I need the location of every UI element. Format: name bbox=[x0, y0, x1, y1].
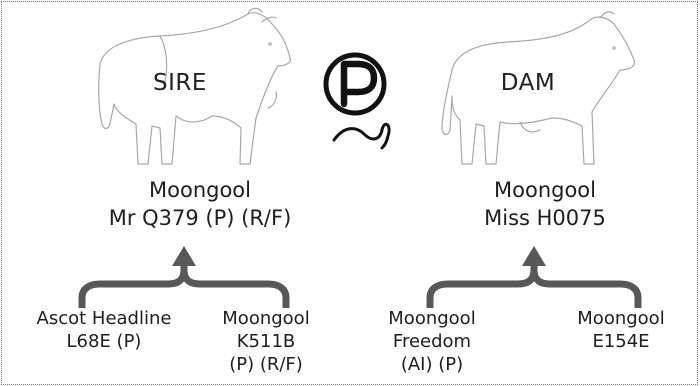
ancestor-line: Moongool bbox=[222, 308, 310, 329]
ancestor-line: E154E bbox=[592, 331, 650, 352]
ancestor-line: L68E (P) bbox=[66, 331, 142, 352]
sire-label: SIRE bbox=[153, 70, 207, 96]
dam-name-line2: Miss H0075 bbox=[484, 206, 606, 230]
ancestor-line: Moongool bbox=[577, 308, 665, 329]
sire-sire-name: Ascot Headline L68E (P) bbox=[24, 307, 184, 353]
cow-outline-icon bbox=[441, 11, 635, 165]
dam-arrowhead bbox=[522, 246, 546, 266]
ancestor-line: Moongool bbox=[388, 308, 476, 329]
dam-name: Moongool Miss H0075 bbox=[425, 176, 665, 232]
ancestor-line: Ascot Headline bbox=[36, 308, 172, 329]
ancestor-line: (P) (R/F) bbox=[229, 354, 303, 375]
sire-name: Moongool Mr Q379 (P) (R/F) bbox=[80, 176, 320, 232]
bull-outline-icon bbox=[98, 7, 291, 165]
polled-p-symbol-icon bbox=[323, 52, 391, 150]
dam-label: DAM bbox=[500, 70, 556, 96]
ancestor-line: (AI) (P) bbox=[400, 354, 464, 375]
dam-sire-name: Moongool Freedom (AI) (P) bbox=[377, 307, 487, 376]
dam-name-line1: Moongool bbox=[494, 178, 596, 202]
curly-bracket-arrow-icon bbox=[78, 265, 290, 308]
ancestor-line: Freedom bbox=[392, 331, 472, 352]
sire-dam-name: Moongool K511B (P) (R/F) bbox=[212, 307, 320, 376]
sire-name-line2: Mr Q379 (P) (R/F) bbox=[108, 206, 292, 230]
curly-bracket-arrow-icon bbox=[426, 265, 642, 308]
sire-arrowhead bbox=[172, 246, 196, 266]
ancestor-line: K511B bbox=[236, 331, 296, 352]
dam-dam-name: Moongool E154E bbox=[566, 307, 676, 353]
sire-name-line1: Moongool bbox=[149, 178, 251, 202]
